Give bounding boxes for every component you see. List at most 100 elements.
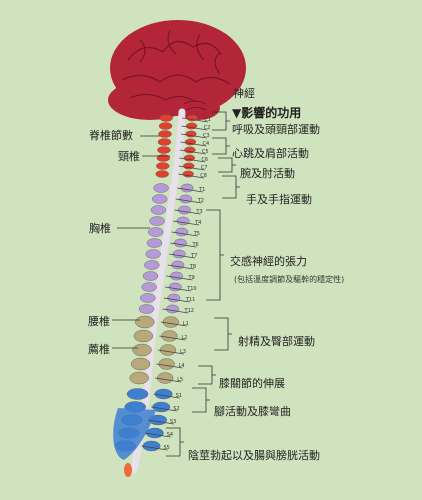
- segment-label-t8: T8: [189, 264, 196, 270]
- vertebra-body-s1: [154, 388, 173, 400]
- vertebra-t4: [149, 216, 165, 226]
- function-foot-knee: 腳活動及膝彎曲: [214, 405, 291, 418]
- vertebra-body-t9: [170, 271, 183, 281]
- segment-label-t6: T6: [191, 242, 198, 248]
- nerve-label: 神經: [233, 87, 255, 100]
- thoracic-label: 胸椎: [89, 222, 111, 235]
- function-ejaculation-hip: 射精及臀部運動: [238, 335, 315, 348]
- vertebra-t10: [141, 282, 157, 292]
- segment-label-t5: T5: [193, 231, 200, 237]
- vertebra-body-l4: [158, 358, 175, 370]
- nerve-root-t5: [171, 231, 198, 237]
- nerve-root-c6: [179, 157, 206, 163]
- vertebra-body-c8: [182, 170, 194, 178]
- nerve-root-s2: [151, 406, 178, 412]
- segment-label-c6: C6: [201, 157, 208, 163]
- vertebrae-group: [113, 114, 198, 477]
- segment-label-t11: T11: [185, 297, 195, 303]
- vertebra-c7: [156, 162, 170, 170]
- vertebra-l4: [130, 357, 151, 371]
- nerve-root-c1: [182, 117, 209, 123]
- vertebra-t12: [138, 304, 155, 314]
- vertebra-body-t10: [168, 282, 182, 292]
- vertebra-t11: [140, 293, 156, 303]
- function-hand-finger: 手及手指運動: [246, 193, 312, 206]
- vertebra-c5: [157, 146, 171, 154]
- segment-label-t12: T12: [184, 308, 194, 314]
- sacrum: [113, 408, 156, 460]
- nerve-branches: [141, 117, 209, 451]
- segment-label-t9: T9: [187, 275, 194, 281]
- vertebra-body-t6: [173, 238, 187, 248]
- segment-label-l1: L1: [183, 321, 189, 327]
- segment-label-t1: T1: [198, 187, 205, 193]
- function-wrist-elbow: 腕及肘活動: [240, 167, 295, 180]
- vertebra-c1: [159, 114, 173, 122]
- function-knee-extension: 膝關節的伸展: [219, 377, 285, 390]
- vertebra-body-t2: [179, 194, 193, 204]
- nerve-root-c7: [178, 165, 205, 171]
- vertebra-body-t12: [166, 304, 179, 314]
- function-bracket: [206, 209, 224, 301]
- nerve-root-t2: [175, 198, 202, 204]
- vertebra-body-t5: [175, 227, 189, 237]
- segment-labels: C1C2C3C4C5C6C7C8T1T2T3T4T5T6T7T8T9T10T11…: [164, 117, 211, 451]
- segment-label-s2: S2: [173, 406, 179, 412]
- nerve-root-l2: [159, 335, 186, 341]
- segment-label-l4: L4: [179, 363, 185, 369]
- vertebra-body-t8: [171, 260, 185, 270]
- segment-label-c8: C8: [200, 173, 207, 179]
- nerve-root-t12: [162, 308, 189, 314]
- nerve-root-t7: [169, 253, 196, 259]
- segment-label-t7: T7: [190, 253, 197, 259]
- vertebra-t2: [152, 194, 168, 204]
- function-erection-bowel-bladder: 陰莖勃起以及腸與膀胱活動: [188, 449, 320, 462]
- vertebra-body-l3: [159, 344, 177, 356]
- nerve-root-c8: [178, 173, 205, 179]
- segment-label-s4: S4: [167, 432, 173, 438]
- nerve-root-s5: [141, 445, 168, 451]
- function-bracket: [218, 157, 236, 173]
- nerve-root-s3: [147, 419, 175, 425]
- function-bracket: [166, 427, 184, 457]
- segment-label-l5: L5: [177, 377, 183, 383]
- nerve-root-s1: [153, 393, 180, 399]
- vertebra-body-t1: [180, 183, 194, 193]
- nerve-root-t3: [174, 209, 201, 215]
- vertebra-count-label: 脊椎節數: [89, 129, 133, 142]
- vertebra-t8: [144, 260, 160, 270]
- vertebra-body-s5: [142, 440, 161, 452]
- function-bracket: [222, 175, 240, 199]
- nerve-root-t10: [165, 286, 192, 292]
- nerve-root-t1: [176, 187, 204, 193]
- sacral-label: 薦椎: [88, 343, 110, 356]
- segment-label-c4: C4: [202, 141, 209, 147]
- function-bracket: [192, 387, 210, 413]
- segment-label-c7: C7: [201, 165, 208, 171]
- vertebra-s1: [126, 388, 149, 400]
- vertebra-l5: [129, 371, 149, 385]
- segment-label-c1: C1: [204, 117, 211, 123]
- segment-label-c5: C5: [202, 149, 209, 155]
- function-bracket: [214, 317, 232, 351]
- brain: [108, 20, 246, 120]
- function-brackets: [112, 111, 240, 457]
- vertebra-body-t4: [176, 216, 190, 226]
- vertebra-c6: [156, 154, 171, 162]
- cervical-label: 頸椎: [118, 150, 140, 163]
- vertebra-t6: [146, 238, 163, 248]
- segment-label-t2: T2: [197, 198, 204, 204]
- function-sympathetic-note: (包括溫度調節及驅幹的穩定性): [234, 275, 345, 284]
- lumbar-label: 腰椎: [88, 315, 110, 328]
- vertebra-l1: [135, 315, 155, 329]
- segment-label-l2: L2: [181, 335, 187, 341]
- nerve-root-c4: [180, 141, 207, 147]
- segment-label-t10: T10: [186, 286, 196, 292]
- vertebra-body-t7: [172, 249, 186, 259]
- segment-label-s5: S5: [164, 445, 170, 451]
- segment-label-t4: T4: [194, 220, 201, 226]
- vertebra-body-s4: [145, 427, 164, 439]
- nerve-root-l4: [156, 363, 183, 369]
- vertebra-body-l5: [157, 372, 174, 384]
- vertebra-c2: [158, 122, 173, 130]
